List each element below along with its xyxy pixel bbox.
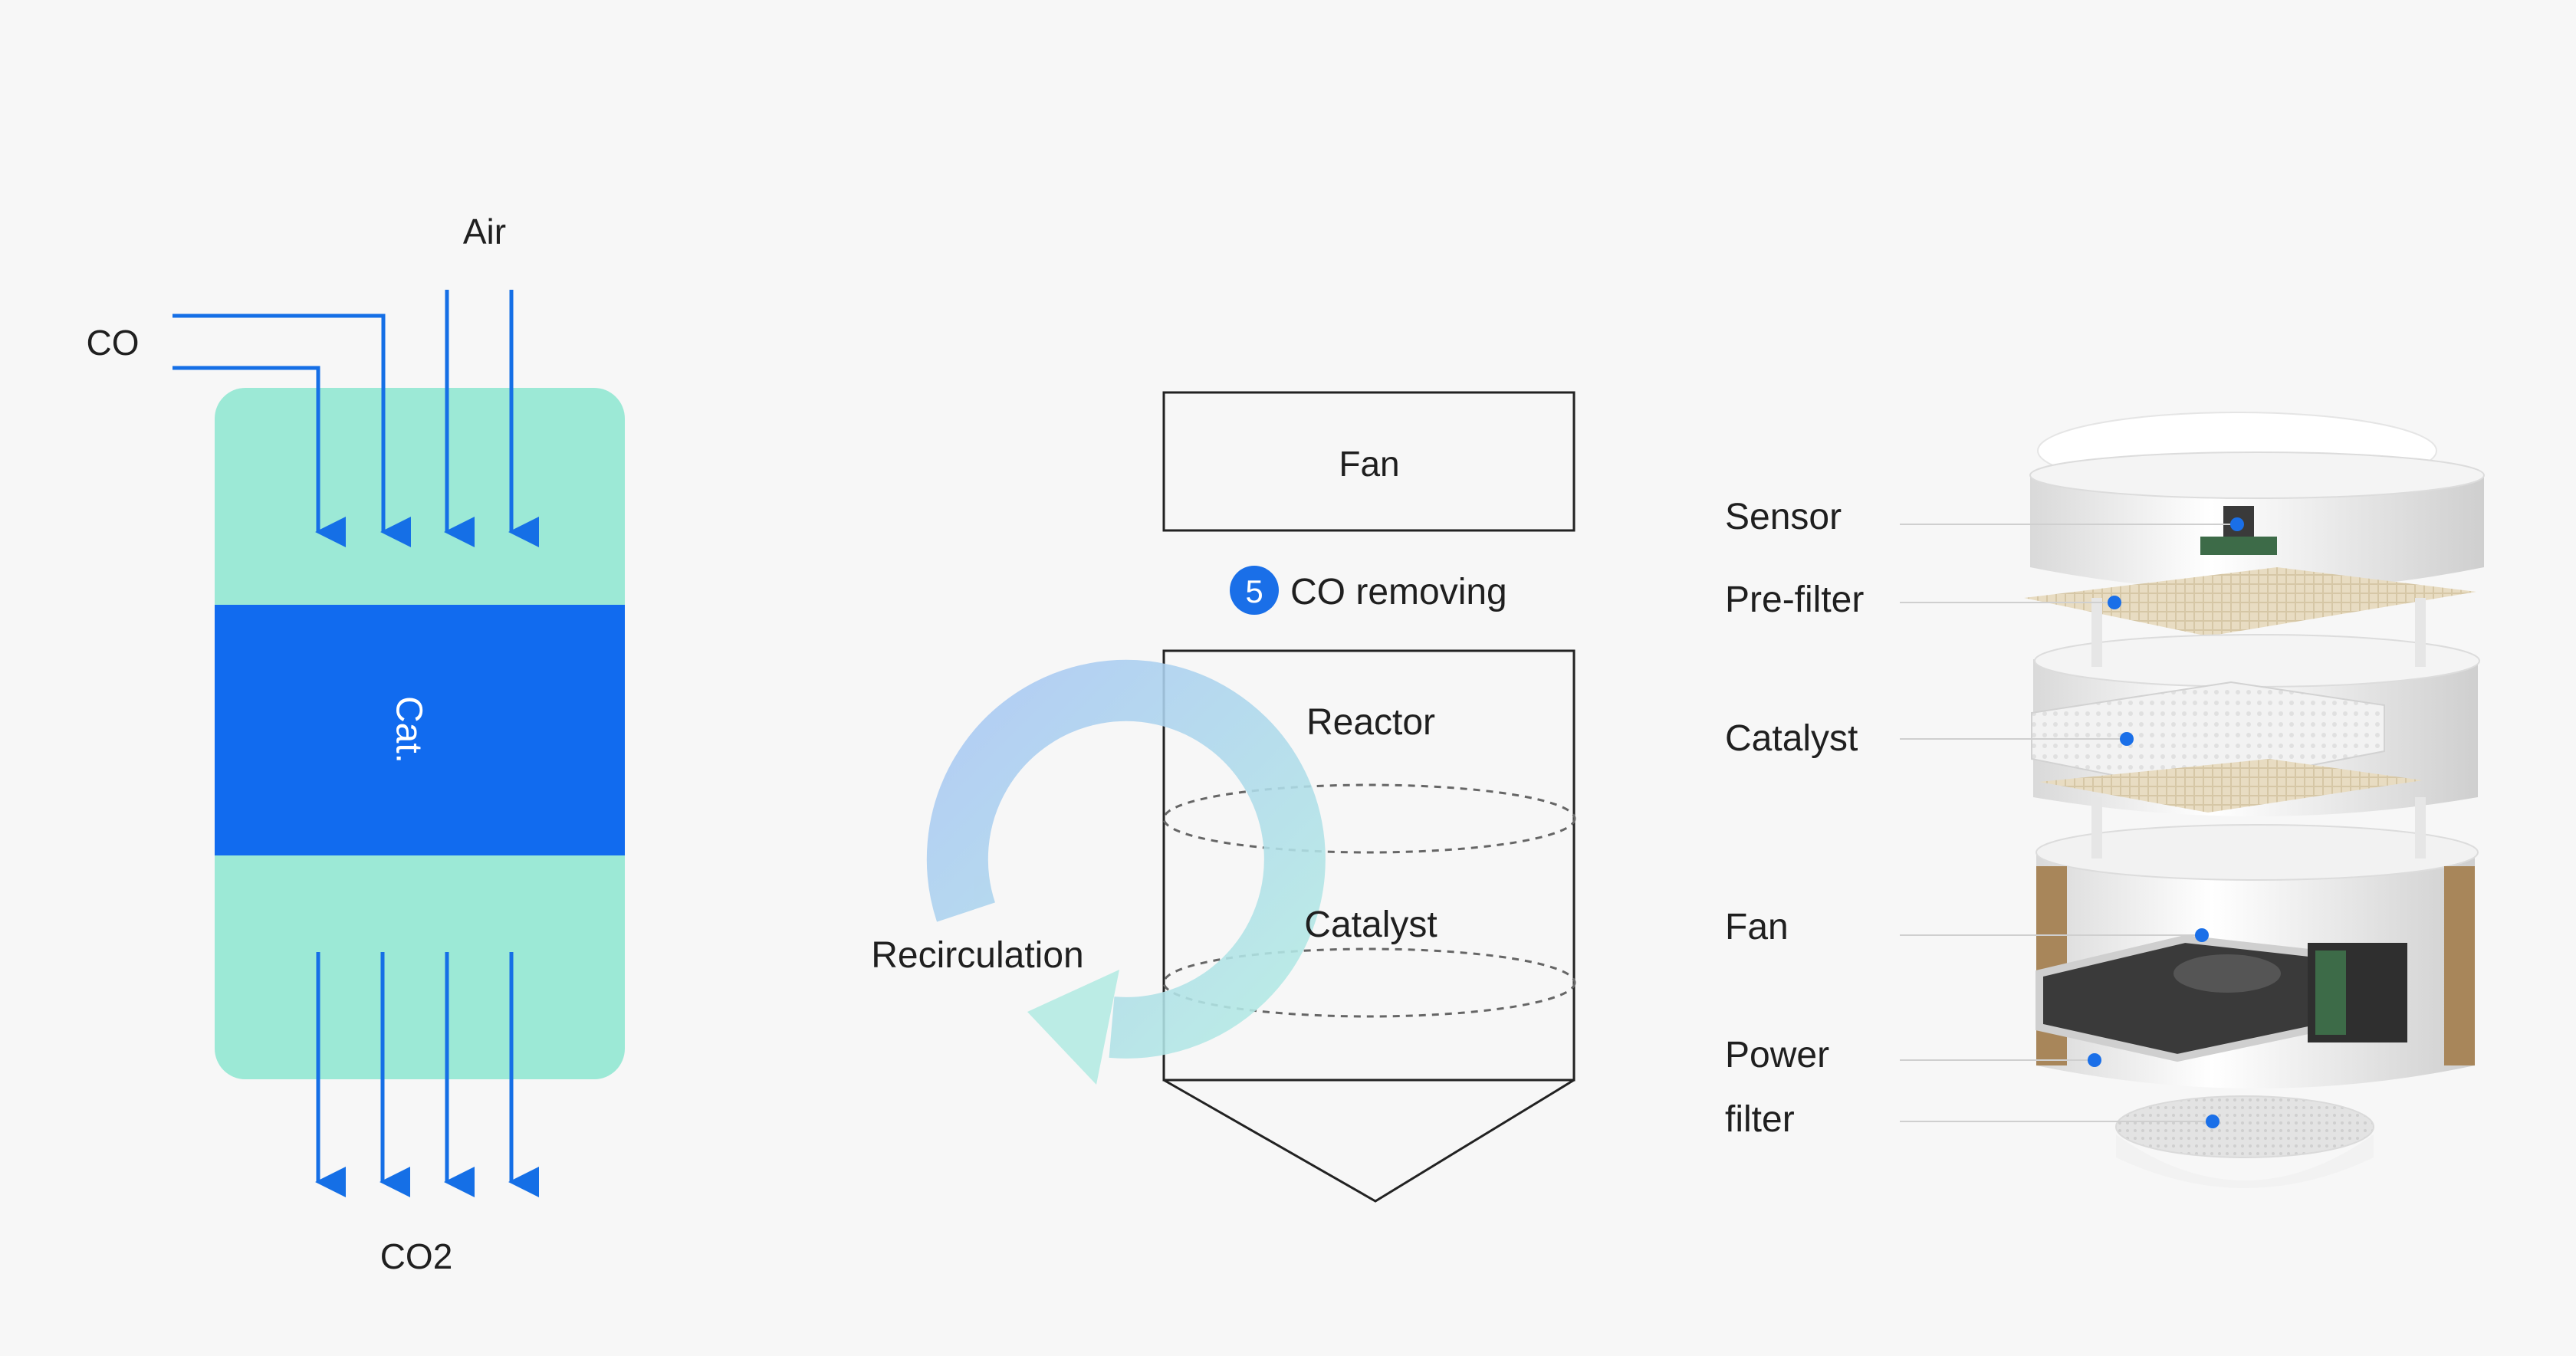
prefilter-dot: [2108, 596, 2121, 609]
reactor-box: [1162, 649, 1576, 1082]
recirculation-label: Recirculation: [871, 935, 1083, 976]
label-catalyst: Catalyst: [1725, 718, 1858, 759]
prefilter-pad: [2024, 567, 2476, 636]
sensor-housing: [2030, 475, 2484, 590]
exploded-device-illustration: Sensor Pre-filter Catalyst Fan Power fil…: [1725, 412, 2485, 1188]
co2-output-label: CO2: [380, 1236, 453, 1276]
catalyst-section-label: Catalyst: [1304, 905, 1437, 945]
label-prefilter: Pre-filter: [1725, 580, 1864, 620]
catalyst-dot: [2120, 732, 2134, 746]
reactor-label: Reactor: [1306, 702, 1435, 743]
fan-box-label: Fan: [1339, 444, 1399, 484]
filter-dot: [2206, 1115, 2220, 1128]
fan-dot: [2195, 928, 2209, 942]
air-input-label: Air: [463, 212, 506, 251]
power-dot: [2088, 1053, 2101, 1067]
step-badge: [1230, 566, 1279, 615]
reactor-funnel: [1163, 1079, 1575, 1203]
co-arrow-2: [172, 314, 411, 547]
step-title: CO removing: [1290, 572, 1507, 612]
sensor-dot: [2230, 517, 2244, 531]
step-badge-number: 5: [1245, 573, 1263, 609]
catalyst-bottom-ellipse: [1162, 947, 1576, 1018]
catalyst-label: Cat.: [388, 696, 429, 763]
fan-callout: [1900, 928, 2209, 942]
sensor-callout: [1900, 517, 2244, 531]
prefilter-callout: [1900, 596, 2121, 609]
catalyst-top-ellipse: [1162, 783, 1576, 854]
label-fan: Fan: [1725, 907, 1789, 947]
catalyst-callout: [1900, 732, 2134, 746]
label-filter: filter: [1725, 1099, 1795, 1140]
co-arrow-1: [172, 366, 346, 547]
filter-callout: [1900, 1115, 2220, 1128]
catalyst-band: [215, 605, 625, 855]
recirculation-arrow: [926, 659, 1326, 1085]
power-filter-disc: [2115, 1095, 2374, 1158]
middle-reactor-diagram: Fan 5 CO removing Reactor Catalyst Recir…: [871, 391, 1576, 1203]
label-sensor: Sensor: [1725, 497, 1842, 537]
power-callout: [1900, 1053, 2101, 1067]
label-power: Power: [1725, 1035, 1829, 1075]
left-reaction-diagram: Cat. CO Air CO2: [87, 212, 625, 1276]
co-input-label: CO: [87, 323, 140, 363]
fan-box: [1162, 391, 1576, 532]
